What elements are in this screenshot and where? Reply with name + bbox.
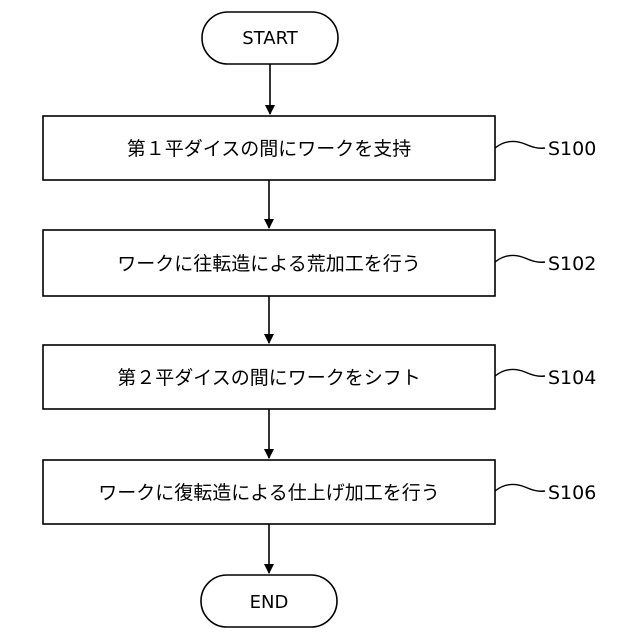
step-s102-ref: S102 [548,253,596,275]
step-s100-text: 第１平ダイスの間にワークを支持 [127,138,411,160]
start-terminal: START [202,12,338,64]
start-label: START [242,28,299,49]
step-s100-leader [495,141,545,148]
step-s102: ワークに往転造による荒加工を行う S102 [43,230,596,296]
step-s100-ref: S100 [548,138,596,160]
step-s104-text: 第２平ダイスの間にワークをシフト [117,367,420,389]
step-s102-text: ワークに往転造による荒加工を行う [117,253,420,275]
end-label: END [250,592,289,613]
step-s104-leader [495,369,545,376]
step-s106: ワークに復転造による仕上げ加工を行う S106 [43,460,596,524]
step-s100: 第１平ダイスの間にワークを支持 S100 [43,116,596,180]
step-s106-text: ワークに復転造による仕上げ加工を行う [98,482,439,504]
end-terminal: END [201,575,337,627]
step-s102-leader [495,255,545,262]
step-s104-ref: S104 [548,367,596,389]
step-s106-ref: S106 [548,482,596,504]
step-s104: 第２平ダイスの間にワークをシフト S104 [43,345,596,409]
step-s106-leader [495,484,545,491]
